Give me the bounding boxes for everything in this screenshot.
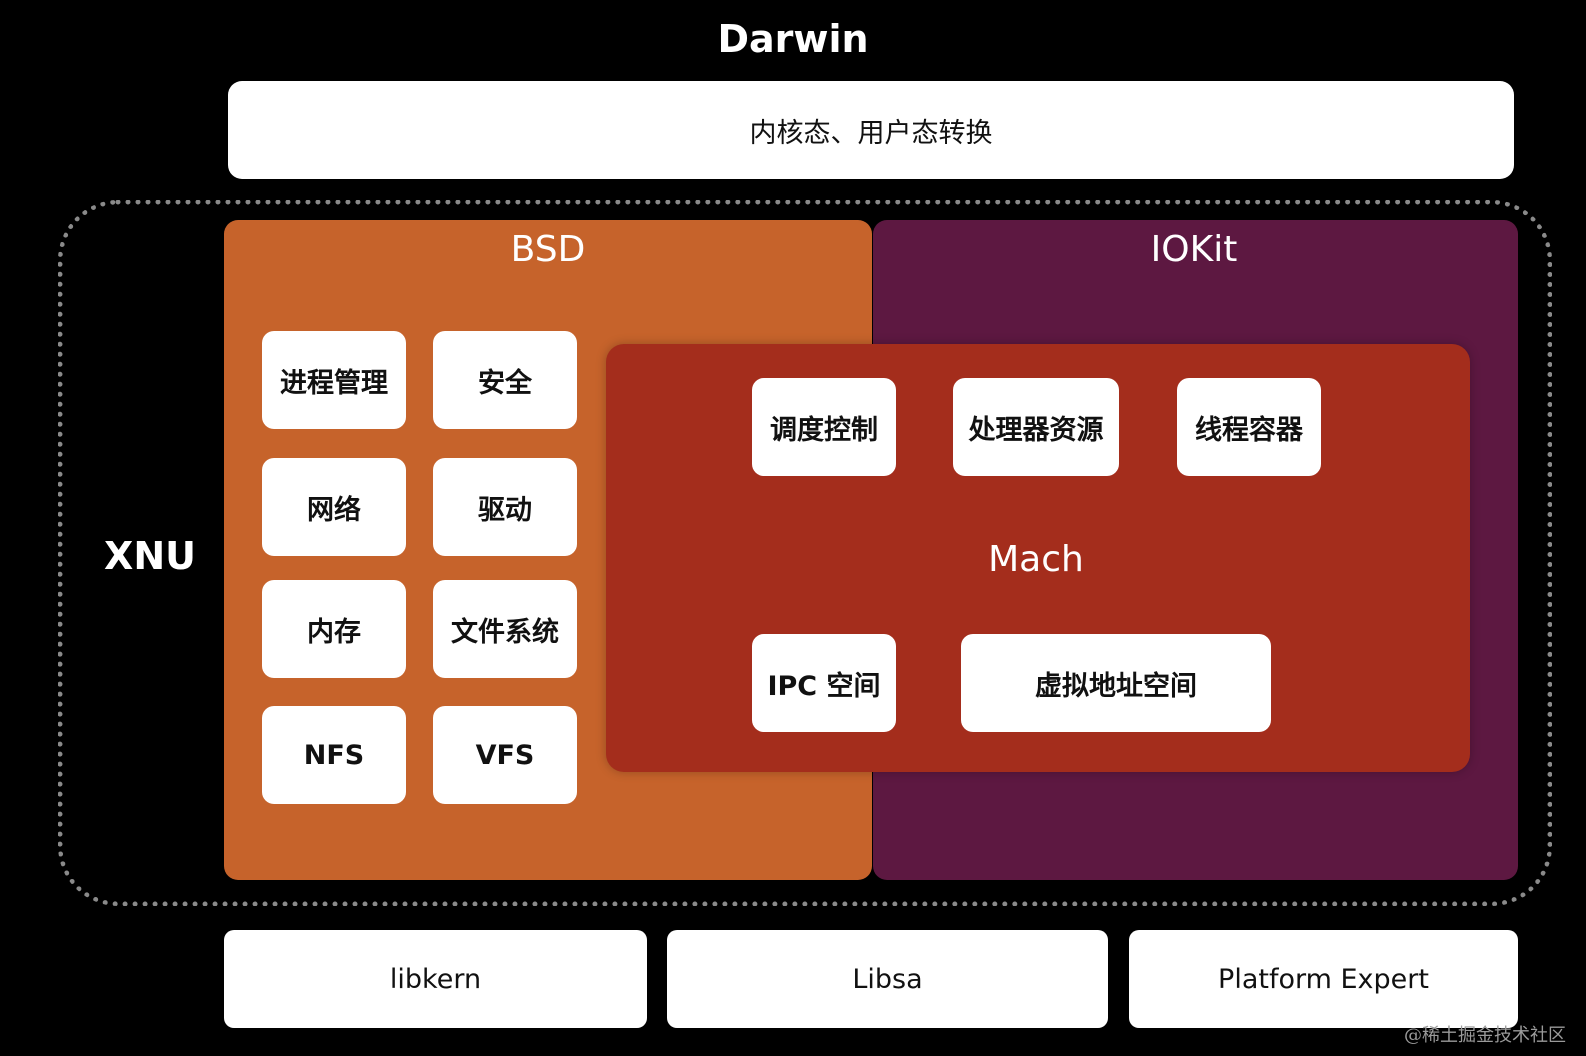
xnu-label: XNU <box>104 534 196 578</box>
kernel-user-mode-switch-box: 内核态、用户态转换 <box>228 81 1514 179</box>
watermark: @稀土掘金技术社区 <box>1404 1025 1566 1046</box>
bsd-item-security: 安全 <box>433 331 577 429</box>
bsd-item-network: 网络 <box>262 458 406 556</box>
libkern-box: libkern <box>224 930 647 1028</box>
libsa-box: Libsa <box>667 930 1108 1028</box>
mach-item-processor-resources: 处理器资源 <box>953 378 1119 476</box>
bsd-label: BSD <box>510 229 586 270</box>
mach-item-ipc-space: IPC 空间 <box>752 634 896 732</box>
mach-item-scheduling-control: 调度控制 <box>752 378 896 476</box>
xnu-boundary <box>58 200 1552 906</box>
bsd-item-driver: 驱动 <box>433 458 577 556</box>
bsd-item-process-management: 进程管理 <box>262 331 406 429</box>
bsd-item-nfs: NFS <box>262 706 406 804</box>
platform-expert-box: Platform Expert <box>1129 930 1518 1028</box>
iokit-label: IOKit <box>1150 229 1238 270</box>
bsd-item-memory: 内存 <box>262 580 406 678</box>
mach-label: Mach <box>988 539 1084 580</box>
bsd-item-vfs: VFS <box>433 706 577 804</box>
diagram-title: Darwin <box>717 17 869 61</box>
mach-item-thread-container: 线程容器 <box>1177 378 1321 476</box>
bsd-item-file-system: 文件系统 <box>433 580 577 678</box>
mach-item-virtual-address-space: 虚拟地址空间 <box>961 634 1271 732</box>
